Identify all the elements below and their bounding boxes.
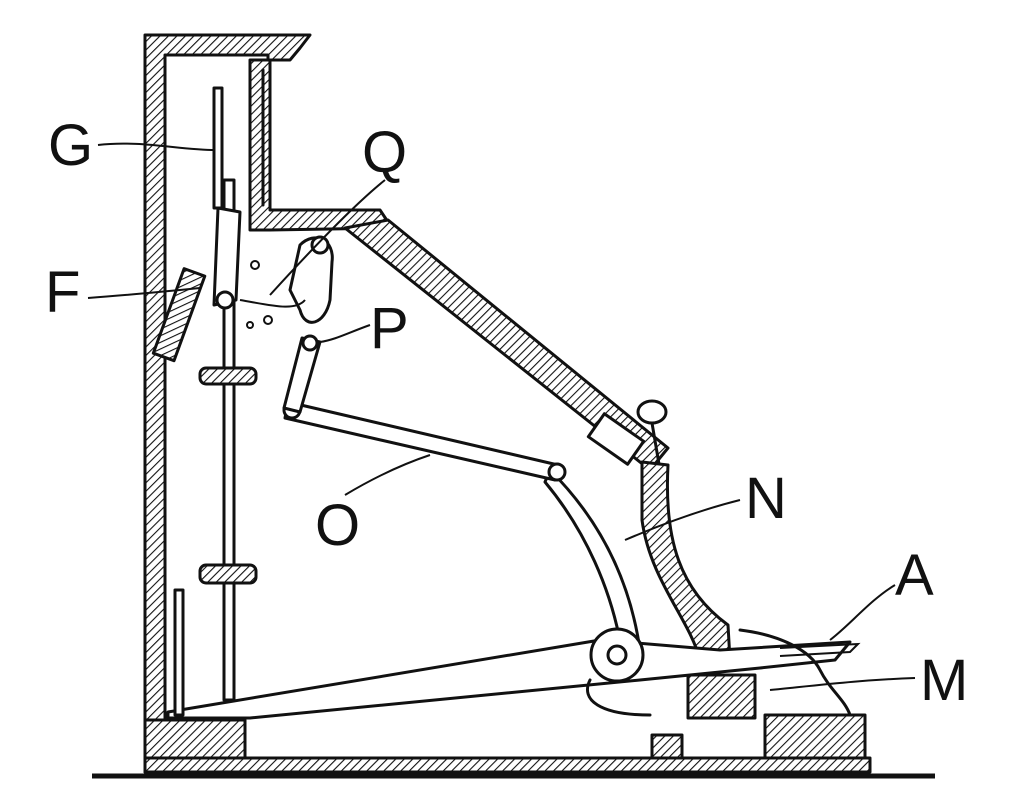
diagonal-arm <box>343 218 670 472</box>
label-a: A <box>895 543 934 608</box>
support-n <box>640 460 732 662</box>
link-o <box>283 400 560 482</box>
label-g: G <box>48 113 93 178</box>
arm-clamp <box>586 412 646 466</box>
cabinet-frame <box>143 33 872 774</box>
thumb-screw <box>636 399 668 425</box>
disc-upper <box>198 366 258 386</box>
hammer-f <box>151 206 242 363</box>
vertical-rod <box>222 178 236 702</box>
leader-lines <box>87 142 916 691</box>
label-o: O <box>315 493 360 558</box>
disc-lower <box>198 563 258 585</box>
label-q: Q <box>362 120 407 185</box>
main-lever <box>166 638 852 720</box>
label-m: M <box>920 648 968 713</box>
rod-g <box>212 86 224 210</box>
label-f: F <box>45 260 80 325</box>
pivot-pin <box>606 644 628 666</box>
label-p: P <box>370 296 409 361</box>
label-n: N <box>745 466 787 531</box>
curved-arm <box>543 468 642 654</box>
